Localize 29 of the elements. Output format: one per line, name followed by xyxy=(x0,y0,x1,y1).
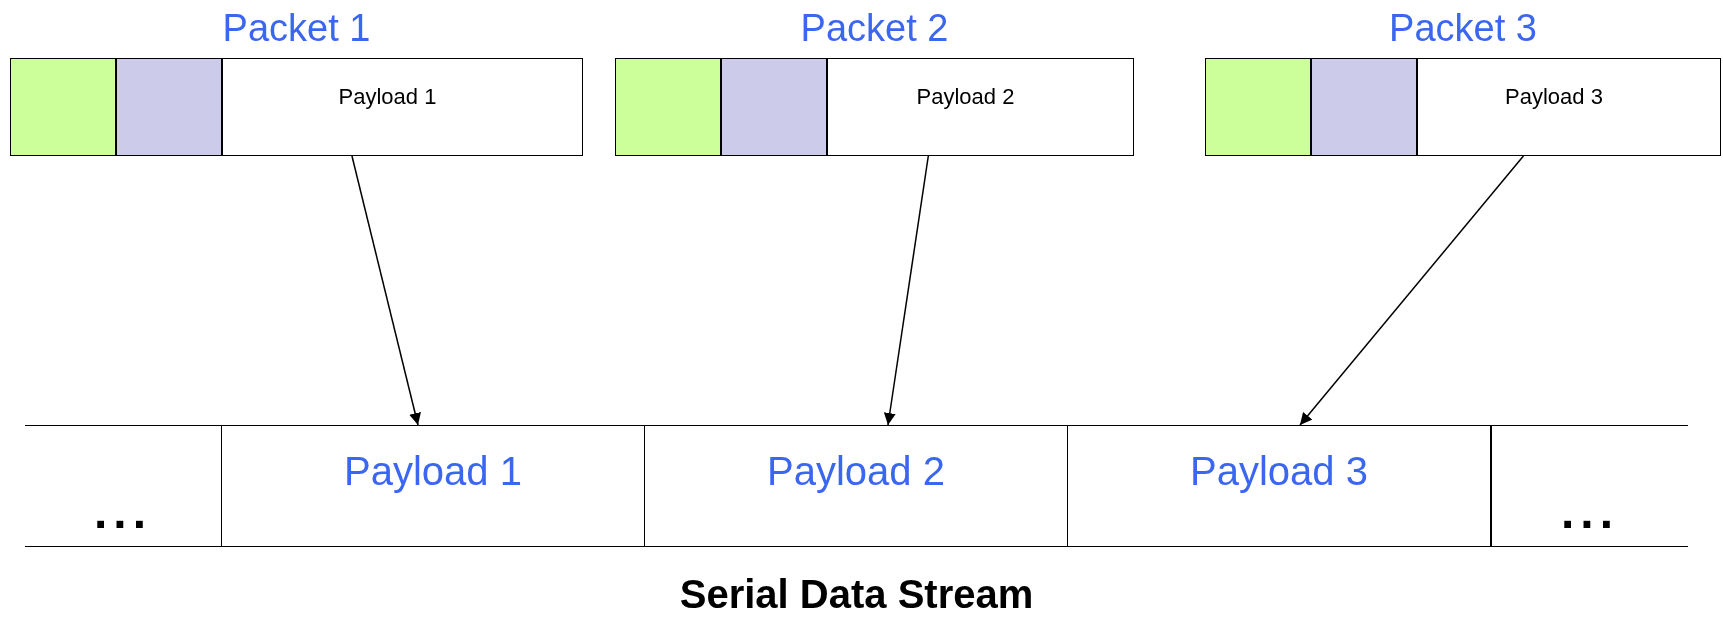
stream-slot xyxy=(1068,425,1491,547)
header-field xyxy=(1205,58,1311,156)
packet-heading: Packet 3 xyxy=(1388,6,1538,50)
stream-slot xyxy=(645,425,1068,547)
payload-label: Payload 3 xyxy=(1505,84,1603,110)
arrow xyxy=(351,155,421,426)
stream-slot xyxy=(1491,425,1688,547)
stream-slot xyxy=(25,425,222,547)
ellipsis: ... xyxy=(94,483,152,539)
arrow xyxy=(1299,155,1525,426)
payload-label: Payload 1 xyxy=(344,448,522,494)
payload-label: Payload 2 xyxy=(916,84,1015,110)
packet-heading: Packet 2 xyxy=(799,6,950,50)
payload-label: Payload 2 xyxy=(767,448,945,494)
stream-slot xyxy=(222,425,645,547)
packet-heading: Packet 1 xyxy=(221,6,372,50)
payload-label: Payload 3 xyxy=(1190,448,1368,494)
ellipsis: ... xyxy=(1561,483,1619,539)
arrow xyxy=(883,155,930,426)
header-field xyxy=(116,58,222,156)
header-field xyxy=(10,58,116,156)
header-field xyxy=(1311,58,1417,156)
header-field xyxy=(721,58,827,156)
payload-field xyxy=(222,58,583,156)
payload-field xyxy=(1417,58,1721,156)
stream-caption: Serial Data Stream xyxy=(678,572,1035,617)
payload-field xyxy=(827,58,1134,156)
header-field xyxy=(615,58,721,156)
payload-label: Payload 1 xyxy=(338,84,437,110)
